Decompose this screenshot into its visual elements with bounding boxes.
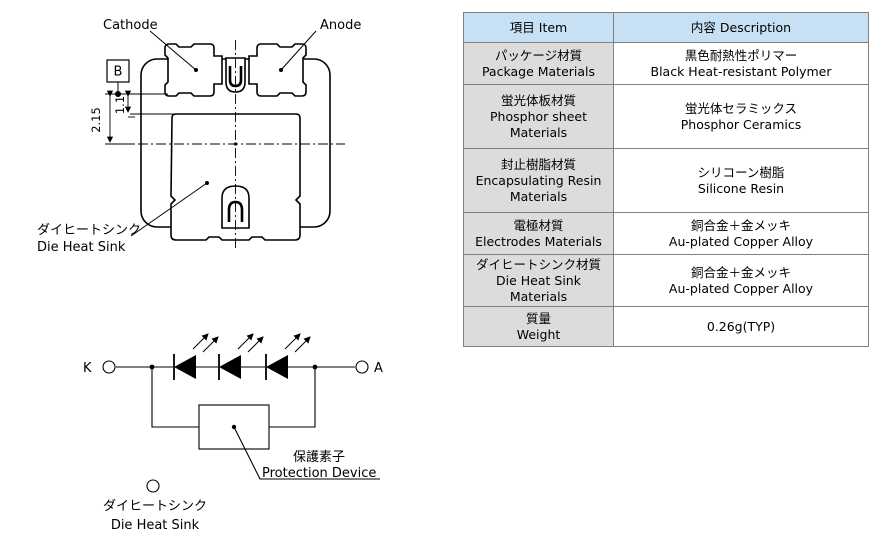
terminal-k [102,360,116,374]
cathode-label: Cathode [103,18,158,33]
datum-box [106,59,130,83]
header-item: 項目 Item [463,12,614,43]
item-jp: ダイヒートシンク材質 [475,256,601,272]
item-jp: 封止樹脂材質 [500,156,576,172]
datum-label: B [114,65,123,80]
item-cell: 封止樹脂材質 Encapsulating Resin Materials [463,148,614,213]
dimension-lines [105,90,175,145]
cathode-leader [149,30,197,71]
anode-leader [280,30,317,71]
terminal-k-label: K [83,361,92,376]
led-3 [265,333,311,380]
value-en: Black Heat-resistant Polymer [650,63,832,79]
circuit-heat-sink-label-jp: ダイヒートシンク [103,499,207,514]
value-cell: 0.26g(TYP) [613,306,869,347]
value-en: Au-plated Copper Alloy [668,280,814,296]
item-cell: 質量 Weight [463,306,614,347]
cathode-pad [164,43,223,97]
value-jp: 銅合金＋金メッキ [690,217,791,233]
leader-lines [117,30,317,237]
heat-sink-leader [130,182,208,237]
table-row-electrodes: 電極材質 Electrodes Materials 銅合金＋金メッキ Au-pl… [463,212,869,255]
header-description: 内容 Description [613,12,869,43]
specification-table: 項目 Item 内容 Description パッケージ材質 Package M… [463,12,869,347]
item-en: Materials [509,188,568,204]
equivalent-circuit: K A 保護素子 Protection Device ダイヒートシンク Die … [83,333,383,533]
item-en: Materials [509,124,568,140]
anode-pad [248,43,307,97]
value-cell: 蛍光体セラミックス Phosphor Ceramics [613,84,869,149]
value-cell: 銅合金＋金メッキ Au-plated Copper Alloy [613,254,869,307]
value-en: 0.26g(TYP) [706,318,776,334]
item-cell: ダイヒートシンク材質 Die Heat Sink Materials [463,254,614,307]
protection-label-en: Protection Device [262,466,376,481]
heat-sink-label-en: Die Heat Sink [37,240,126,255]
value-jp: 蛍光体セラミックス [684,100,798,116]
item-cell: 電極材質 Electrodes Materials [463,212,614,255]
item-cell: 蛍光体板材質 Phosphor sheet Materials [463,84,614,149]
value-cell: 銅合金＋金メッキ Au-plated Copper Alloy [613,212,869,255]
item-en: Materials [509,288,568,304]
value-jp: 銅合金＋金メッキ [690,264,791,280]
terminal-a-label: A [374,361,383,376]
item-en: Weight [516,326,561,342]
led-2 [218,333,264,380]
terminal-heat-sink [146,479,160,493]
table-row-heat-sink: ダイヒートシンク材質 Die Heat Sink Materials 銅合金＋金… [463,254,869,307]
table-row-phosphor: 蛍光体板材質 Phosphor sheet Materials 蛍光体セラミック… [463,84,869,149]
value-cell: シリコーン樹脂 Silicone Resin [613,148,869,213]
terminal-a [355,360,369,374]
protection-label-jp: 保護素子 [293,449,345,465]
circuit-heat-sink-label-en: Die Heat Sink [111,518,200,533]
package-outline-drawing [140,43,331,241]
dimension-2-15: 2.15 [89,107,103,133]
item-en: Phosphor sheet [490,108,587,124]
table-row-weight: 質量 Weight 0.26g(TYP) [463,306,869,347]
item-en: Package Materials [481,63,596,79]
item-en: Electrodes Materials [475,233,602,249]
item-jp: パッケージ材質 [494,47,583,63]
value-jp: 黒色耐熱性ポリマー [684,47,798,63]
dimension-1-1: 1.1 [113,96,127,114]
table-row-package: パッケージ材質 Package Materials 黒色耐熱性ポリマー Blac… [463,42,869,85]
item-jp: 質量 [525,310,551,326]
item-jp: 蛍光体板材質 [500,92,576,108]
led-1 [173,333,219,380]
value-en: Phosphor Ceramics [680,116,802,132]
value-en: Silicone Resin [697,180,785,196]
table-header-row: 項目 Item 内容 Description [463,12,869,43]
table-row-encapsulating: 封止樹脂材質 Encapsulating Resin Materials シリコ… [463,148,869,213]
protection-leader [233,426,380,480]
value-cell: 黒色耐熱性ポリマー Black Heat-resistant Polymer [613,42,869,85]
item-en: Encapsulating Resin [475,172,602,188]
heat-sink-label-jp: ダイヒートシンク [37,223,141,238]
value-en: Au-plated Copper Alloy [668,233,814,249]
anode-label: Anode [320,18,361,33]
item-jp: 電極材質 [513,217,564,233]
item-en: Die Heat Sink [496,272,581,288]
protection-device [198,404,270,450]
item-cell: パッケージ材質 Package Materials [463,42,614,85]
value-jp: シリコーン樹脂 [697,164,785,180]
die-heat-sink-pad [170,113,301,241]
